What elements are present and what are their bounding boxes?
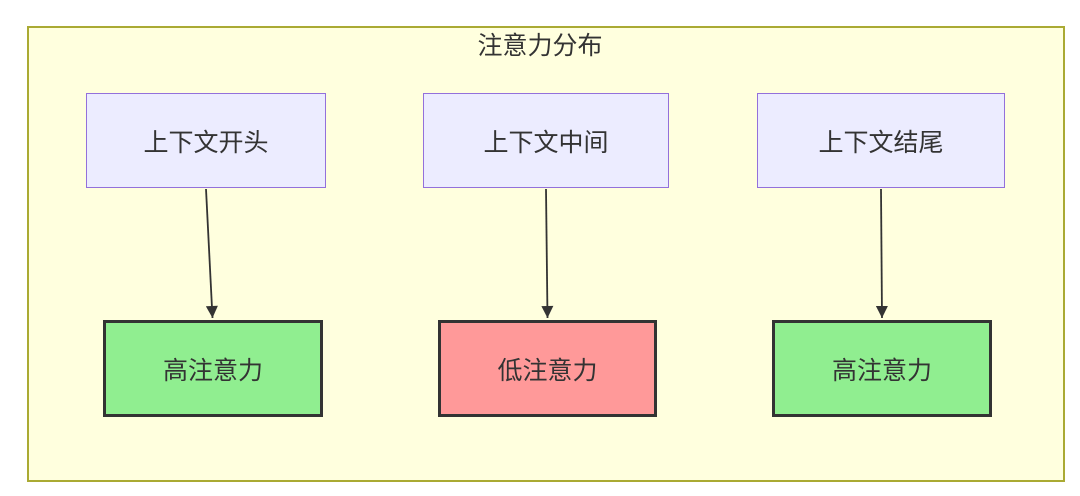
node-context-middle[interactable]: 上下文中间 xyxy=(423,93,669,188)
node-low-attention-middle[interactable]: 低注意力 xyxy=(438,320,657,417)
node-label: 低注意力 xyxy=(497,356,598,385)
node-high-attention-left[interactable]: 高注意力 xyxy=(103,320,323,417)
node-context-end[interactable]: 上下文结尾 xyxy=(757,93,1005,188)
node-label: 上下文开头 xyxy=(143,128,269,157)
node-high-attention-right[interactable]: 高注意力 xyxy=(772,320,992,417)
diagram-title: 注意力分布 xyxy=(477,32,603,60)
node-context-beginning[interactable]: 上下文开头 xyxy=(86,93,326,188)
node-label: 高注意力 xyxy=(162,356,263,385)
node-label: 上下文中间 xyxy=(483,128,609,157)
node-label: 上下文结尾 xyxy=(818,128,944,157)
node-label: 高注意力 xyxy=(831,356,932,385)
